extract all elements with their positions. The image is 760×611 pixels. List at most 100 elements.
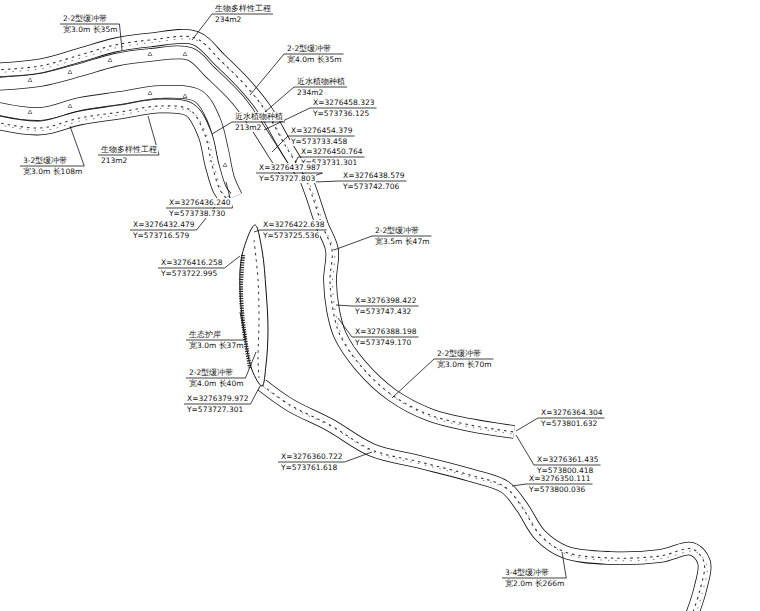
vegetation-symbol xyxy=(183,52,187,56)
annotation-label: 213m2 xyxy=(100,156,128,165)
coordinate-label: X=3276422.638 xyxy=(262,220,326,229)
coordinate-label: Y=573736.125 xyxy=(312,109,370,118)
annotation-label: 生物多样性工程 xyxy=(214,4,272,13)
coordinate-label: Y=573761.618 xyxy=(280,463,338,472)
annotation-label: 3-4型缓冲带 xyxy=(504,568,550,577)
coordinate-label: Y=573727.803 xyxy=(258,174,316,183)
annotation-label: 3-2型缓冲带 xyxy=(22,156,68,165)
leader-line xyxy=(166,182,233,208)
vegetation-symbol xyxy=(68,104,72,108)
channel-bed xyxy=(262,385,705,611)
channel-bed xyxy=(305,176,514,432)
annotation-label: 生态护岸 xyxy=(188,330,222,339)
channel-edge xyxy=(0,106,226,198)
coordinate-label: Y=573800.036 xyxy=(528,485,586,494)
coordinate-label: Y=573801.632 xyxy=(540,419,598,428)
coordinate-label: X=3276361.435 xyxy=(536,455,600,464)
coordinate-label: Y=573742.706 xyxy=(342,182,400,191)
channel-hatch xyxy=(308,179,517,435)
coordinate-label: X=3276379.972 xyxy=(186,394,250,403)
leader-line xyxy=(158,256,240,268)
vegetation-symbol xyxy=(28,110,32,114)
coordinate-label: X=3276416.258 xyxy=(160,258,224,267)
leader-line xyxy=(516,435,601,465)
annotation-label: 234m2 xyxy=(296,88,324,97)
coordinate-label: X=3276458.323 xyxy=(312,98,376,107)
coordinate-label: X=3276450.764 xyxy=(300,147,364,156)
leader-line xyxy=(338,318,419,337)
annotation-label: 2-2型缓冲带 xyxy=(62,14,108,23)
coordinate-label: Y=573738.730 xyxy=(168,209,226,218)
coordinate-label: X=3276398.422 xyxy=(354,296,418,305)
channel-hatch xyxy=(0,106,226,198)
channel-hatch xyxy=(305,176,514,432)
leader-line xyxy=(60,24,122,50)
leader-line xyxy=(334,236,431,250)
vegetation-symbol xyxy=(183,94,187,98)
channel-hatch xyxy=(265,388,708,611)
leader-line xyxy=(278,452,372,462)
coordinate-label: X=3276454.379 xyxy=(290,126,354,135)
coordinate-label: Y=573722.995 xyxy=(160,269,218,278)
leader-line xyxy=(502,552,566,578)
coordinate-label: X=3276388.198 xyxy=(354,327,418,336)
leader-lines xyxy=(20,14,605,578)
annotation-label: 宽4.0m 长35m xyxy=(286,55,342,64)
vegetation-symbol xyxy=(68,70,72,74)
annotation-label: 2-2型缓冲带 xyxy=(374,226,420,235)
annotation-label: 宽3.0m 长37m xyxy=(188,341,244,350)
annotation-label: 2-2型缓冲带 xyxy=(436,349,482,358)
stream-reach xyxy=(240,225,268,386)
channel-edge xyxy=(305,176,514,432)
annotation-label: 2-2型缓冲带 xyxy=(188,368,234,377)
coordinate-label: X=3276438.579 xyxy=(342,171,406,180)
vegetation-symbol xyxy=(28,78,32,82)
annotation-label: 近水植物种植 xyxy=(296,77,346,86)
coordinate-label: X=3276437.987 xyxy=(258,163,322,172)
annotation-label: 宽3.5m 长47m xyxy=(374,237,430,246)
leader-line xyxy=(212,122,285,134)
annotation-label: 234m2 xyxy=(214,15,242,24)
coordinate-label: Y=573716.579 xyxy=(132,231,190,240)
channel-edge xyxy=(262,385,705,611)
leader-line xyxy=(186,312,245,340)
channel-bed xyxy=(0,106,226,198)
leader-line xyxy=(98,116,159,155)
coordinate-label: X=3276364.304 xyxy=(540,408,604,417)
coordinate-label: X=3276360.722 xyxy=(280,452,344,461)
annotation-label: 2-2型缓冲带 xyxy=(286,44,332,53)
annotation-label: 宽4.0m 长40m xyxy=(188,379,244,388)
leader-line xyxy=(20,126,84,166)
leader-line xyxy=(186,352,256,378)
vegetation-symbol xyxy=(108,58,112,62)
annotation-label: 宽3.0m 长108m xyxy=(22,167,83,176)
coordinate-label: Y=573725.536 xyxy=(262,231,320,240)
coordinate-label: Y=573747.432 xyxy=(354,307,412,316)
channel-hatch xyxy=(254,240,259,378)
channel-hatch xyxy=(262,385,705,611)
annotation-label: 宽3.0m 长70m xyxy=(436,360,492,369)
coordinate-label: Y=573749.170 xyxy=(354,338,412,347)
coordinate-label: X=3276436.240 xyxy=(168,198,232,207)
vegetation-symbol xyxy=(148,52,152,56)
vegetation-symbol xyxy=(148,91,152,95)
annotation-label: 生物多样性工程 xyxy=(100,145,158,154)
leader-line xyxy=(336,305,419,306)
coordinate-label: Y=573733.458 xyxy=(290,137,348,146)
annotation-label: 宽2.0m 长266m xyxy=(504,579,565,588)
annotation-label: 近水植物种植 xyxy=(234,112,284,121)
leader-line xyxy=(516,418,605,431)
vegetation-symbol xyxy=(223,163,227,167)
annotation-label: 213m2 xyxy=(234,123,262,132)
channel-hatch xyxy=(0,108,229,200)
coordinate-label: X=3276432.479 xyxy=(132,220,196,229)
coordinate-label: Y=573727.301 xyxy=(186,405,244,414)
channel-bands xyxy=(0,36,707,611)
leader-line xyxy=(184,386,260,404)
revetment-hatch xyxy=(241,255,250,368)
annotation-label: 宽3.0m 长35m xyxy=(62,25,118,34)
leader-line xyxy=(392,359,493,398)
